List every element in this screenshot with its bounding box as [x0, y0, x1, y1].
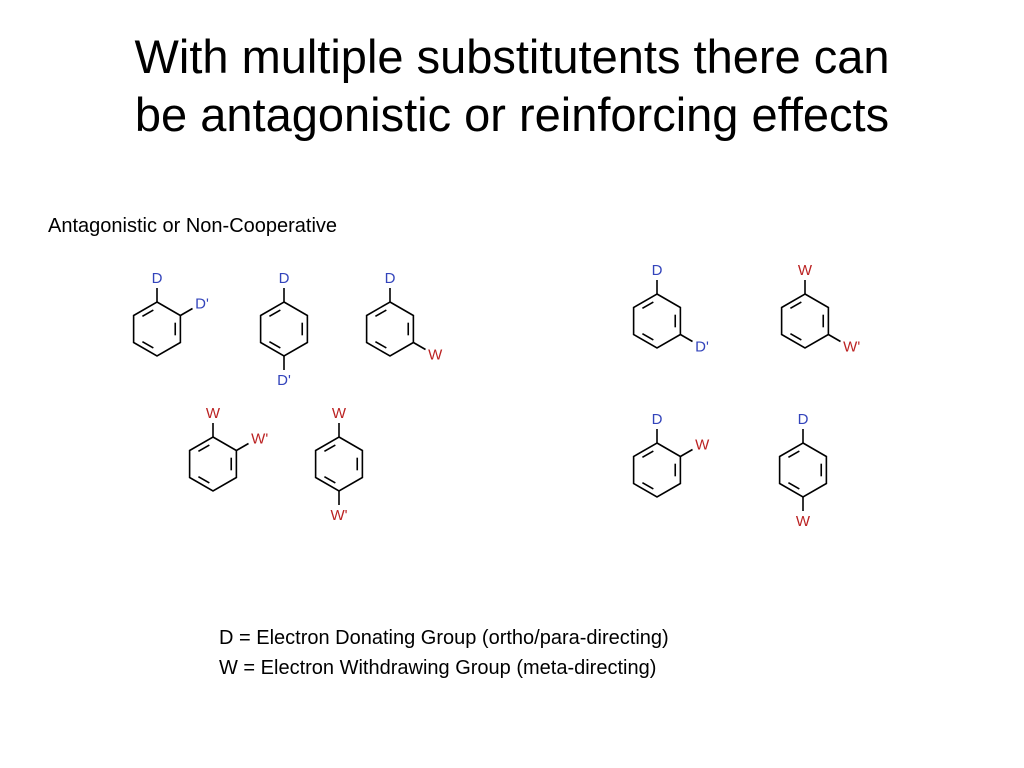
benzene-ring	[259, 301, 309, 357]
substituent-label-1: D	[385, 270, 396, 287]
double-bond	[642, 450, 654, 459]
substituent-label-1: D	[652, 262, 663, 279]
section-label: Antagonistic or Non-Cooperative	[48, 215, 338, 237]
substituent-label-2: W'	[330, 507, 347, 524]
title-line-2: be antagonistic or reinforcing effects	[134, 88, 890, 141]
molecule-reinforcing-3: DW	[632, 411, 710, 498]
double-bond	[642, 481, 654, 490]
substituent-label-1: W	[206, 405, 221, 422]
double-bond	[324, 475, 336, 484]
substituent-label-2: D'	[277, 372, 291, 389]
substituent-label-2: W'	[843, 339, 860, 356]
double-bond	[198, 444, 210, 453]
double-bond	[375, 340, 387, 349]
double-bond	[142, 340, 154, 349]
substituent-label-1: D	[279, 270, 290, 287]
double-bond	[788, 450, 800, 459]
double-bond	[269, 309, 281, 318]
benzene-ring	[632, 442, 682, 498]
legend: D = Electron Donating Group (ortho/para-…	[219, 623, 669, 683]
molecule-reinforcing-4: DW	[778, 411, 828, 530]
benzene-ring	[314, 436, 364, 492]
substituent-bond	[827, 333, 841, 343]
substituent-bond	[179, 307, 193, 317]
molecule-antagonistic-2: D D'	[259, 270, 309, 389]
legend-withdrawing: W = Electron Withdrawing Group (meta-dir…	[219, 657, 657, 679]
substituent-label-2: D'	[695, 339, 709, 356]
double-bond	[790, 301, 802, 310]
substituent-label-1: D	[152, 270, 163, 287]
double-bond	[375, 309, 387, 318]
benzene-ring	[365, 301, 415, 357]
molecule-antagonistic-3: DW	[365, 270, 443, 364]
double-bond	[788, 481, 800, 490]
molecule-antagonistic-4: W W'	[188, 405, 268, 492]
double-bond	[198, 475, 210, 484]
substituent-label-1: W	[332, 405, 347, 422]
substituent-label-1: D	[798, 411, 809, 428]
double-bond	[269, 340, 281, 349]
substituent-label-2: W'	[251, 431, 268, 448]
double-bond	[642, 332, 654, 341]
benzene-ring	[188, 436, 238, 492]
substituent-label-2: W	[428, 347, 443, 364]
substituent-label-1: W	[798, 262, 813, 279]
molecule-reinforcing-1: D D'	[632, 262, 709, 356]
benzene-ring	[778, 442, 828, 498]
substituent-bond	[412, 341, 426, 351]
legend-donating: D = Electron Donating Group (ortho/para-…	[219, 627, 669, 649]
substituent-label-2: W	[796, 513, 811, 530]
slide-title: With multiple substitutents there can be…	[40, 28, 984, 144]
molecule-antagonistic-1: D D'	[132, 270, 209, 357]
benzene-ring	[632, 293, 682, 349]
substituent-bond	[679, 448, 693, 458]
double-bond	[790, 332, 802, 341]
substituent-bond	[679, 333, 693, 343]
substituent-label-2: W	[695, 437, 710, 454]
double-bond	[142, 309, 154, 318]
molecule-reinforcing-2: W W'	[780, 262, 860, 356]
substituent-bond	[235, 442, 249, 452]
substituent-label-1: D	[652, 411, 663, 428]
double-bond	[324, 444, 336, 453]
title-line-1: With multiple substitutents there can	[134, 30, 890, 83]
benzene-ring	[132, 301, 182, 357]
molecule-antagonistic-5: W W'	[314, 405, 364, 524]
substituent-label-2: D'	[195, 296, 209, 313]
double-bond	[642, 301, 654, 310]
benzene-ring	[780, 293, 830, 349]
